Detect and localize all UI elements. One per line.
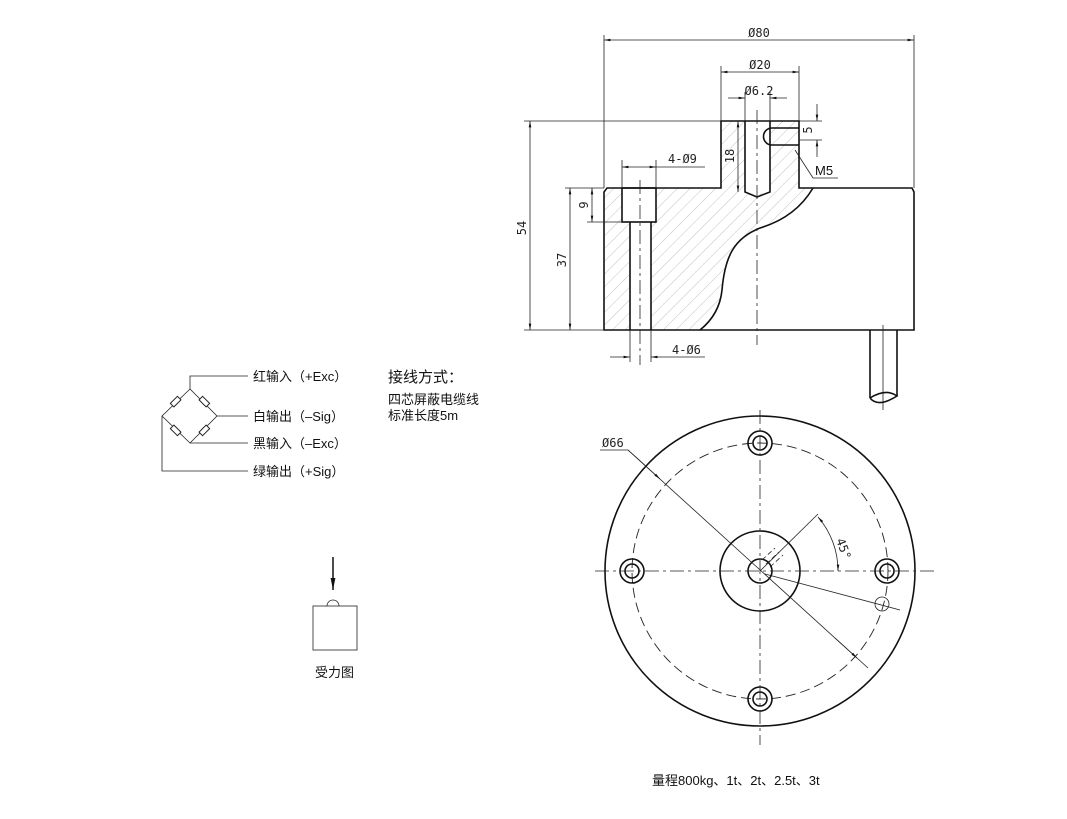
dim-total-height: 54 [515,221,529,235]
dim-body-height: 37 [555,253,569,267]
load-box [312,605,358,651]
dim-counterbore: 4-Ø9 [668,152,697,166]
cable-length: 标准长度5m [388,408,458,423]
bridge-circuit [161,388,218,444]
force-label: 受力图 [315,665,354,680]
dim-through-hole: 4-Ø6 [672,343,701,357]
body-outline [603,120,915,331]
counterbore [621,187,657,223]
side-view: Ø80 Ø20 Ø6.2 5 M5 18 4-Ø9 9 54 37 4-Ø6 [515,26,915,410]
m5-thread-hole [762,127,799,146]
dim-bore-depth: 18 [723,149,737,163]
dim-thread: M5 [815,163,833,178]
dim-angle: 45° [833,536,854,561]
dim-boss-dia: Ø20 [749,58,771,72]
resistor-icons [169,395,211,437]
lead-green: 绿输出（+Sig） [253,464,344,479]
dim-thread-depth: 5 [801,126,815,133]
dim-bore-dia: Ø6.2 [745,84,774,98]
dim-counterbore-depth: 9 [577,201,591,208]
plan-view: Ø66 45° [595,410,935,745]
lead-red: 红输入（+Exc） [253,369,347,384]
wiring-diagram: 红输入（+Exc） 白输出（–Sig） 黑输入（–Exc） 绿输出（+Sig） … [161,369,479,479]
capacity-range: 量程800kg、1t、2t、2.5t、3t [652,773,820,788]
wiring-title: 接线方式： [388,369,463,386]
cable-type: 四芯屏蔽电缆线 [388,392,479,407]
dim-outer-dia: Ø80 [748,26,770,40]
dim-bolt-circle: Ø66 [602,436,624,450]
cable [869,325,899,410]
force-diagram: 受力图 [312,557,358,680]
lead-white: 白输出（–Sig） [253,409,344,424]
lead-black: 黑输入（–Exc） [253,436,347,451]
